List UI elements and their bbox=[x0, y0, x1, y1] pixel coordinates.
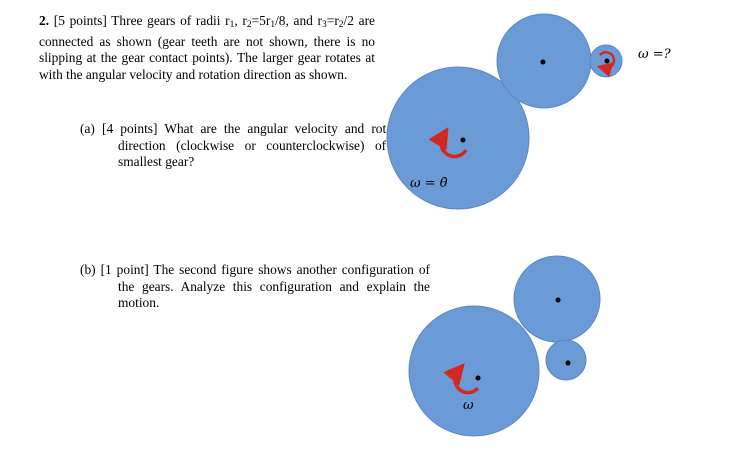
part-b-text: The second figure shows another configur… bbox=[118, 262, 430, 310]
small-gear-omega-label: ω =? bbox=[638, 47, 672, 62]
fig2-large-gear-axle bbox=[475, 375, 481, 381]
part-a-label: (a) bbox=[80, 121, 95, 136]
part-a-points: [4 points] bbox=[102, 121, 158, 136]
large-gear-rotation-arrow-icon bbox=[428, 127, 468, 159]
fig2-rotation-arrow-icon bbox=[443, 362, 480, 395]
part-b-label: (b) bbox=[80, 262, 96, 277]
large-gear-axle bbox=[460, 137, 466, 143]
small-gear-axle bbox=[604, 58, 610, 64]
part-b-points: [1 point] bbox=[100, 262, 149, 277]
problem-number: 2. bbox=[39, 13, 50, 28]
part-b-question: (b) [1 point] The second figure shows an… bbox=[80, 262, 430, 312]
fig2-omega-label: ω bbox=[463, 398, 474, 413]
problem-points: [5 points] bbox=[53, 13, 107, 28]
part-a-question: (a) [4 points] What are the angular velo… bbox=[80, 121, 413, 171]
problem-statement: 2. [5 points] Three gears of radii r1, r… bbox=[39, 13, 375, 82]
fig2-medium-gear-axle bbox=[555, 297, 561, 303]
figure-1: ω = θ̇ ω =? bbox=[386, 13, 672, 210]
large-gear-omega-label: ω = θ̇ bbox=[410, 176, 448, 191]
small-gear-rotation-arrow-icon bbox=[596, 51, 616, 78]
medium-gear-axle bbox=[540, 59, 546, 65]
part-a-text: What are the angular velocity and rotati… bbox=[118, 121, 413, 169]
figure-2: ω bbox=[408, 255, 601, 437]
fig2-small-gear bbox=[545, 339, 587, 381]
large-gear bbox=[386, 66, 530, 210]
fig2-large-gear bbox=[408, 305, 540, 437]
fig2-small-gear-axle bbox=[565, 360, 571, 366]
